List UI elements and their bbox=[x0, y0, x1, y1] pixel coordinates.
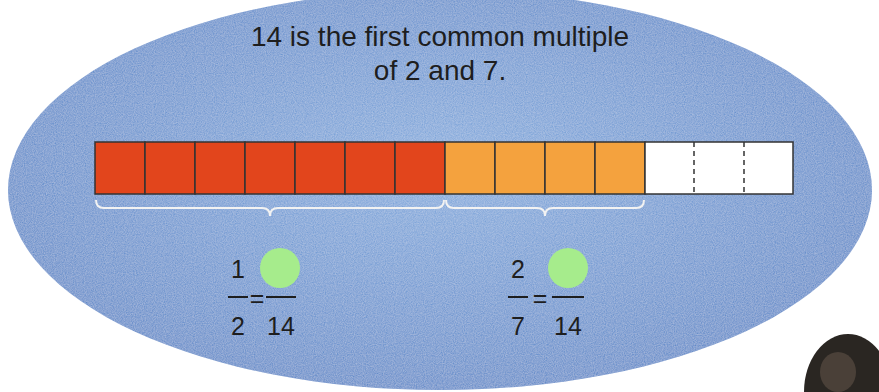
equals-sign: = bbox=[250, 284, 265, 312]
numerator: 1 bbox=[231, 255, 245, 283]
denominator: 7 bbox=[511, 312, 525, 340]
heading-text: 14 is the first common multiple of 2 and… bbox=[250, 20, 630, 88]
equals-sign: = bbox=[533, 284, 548, 312]
denominator: 14 bbox=[267, 312, 295, 340]
bracket bbox=[96, 200, 644, 216]
denominator: 14 bbox=[554, 312, 582, 340]
bubble-ground bbox=[8, 0, 872, 390]
fraction-line bbox=[228, 296, 584, 298]
fraction-bar bbox=[95, 142, 793, 194]
character-figure bbox=[804, 334, 879, 392]
numerator: 2 bbox=[511, 255, 525, 283]
denominator: 2 bbox=[231, 312, 245, 340]
answer-blank bbox=[260, 248, 300, 288]
answer-blank bbox=[548, 248, 588, 288]
